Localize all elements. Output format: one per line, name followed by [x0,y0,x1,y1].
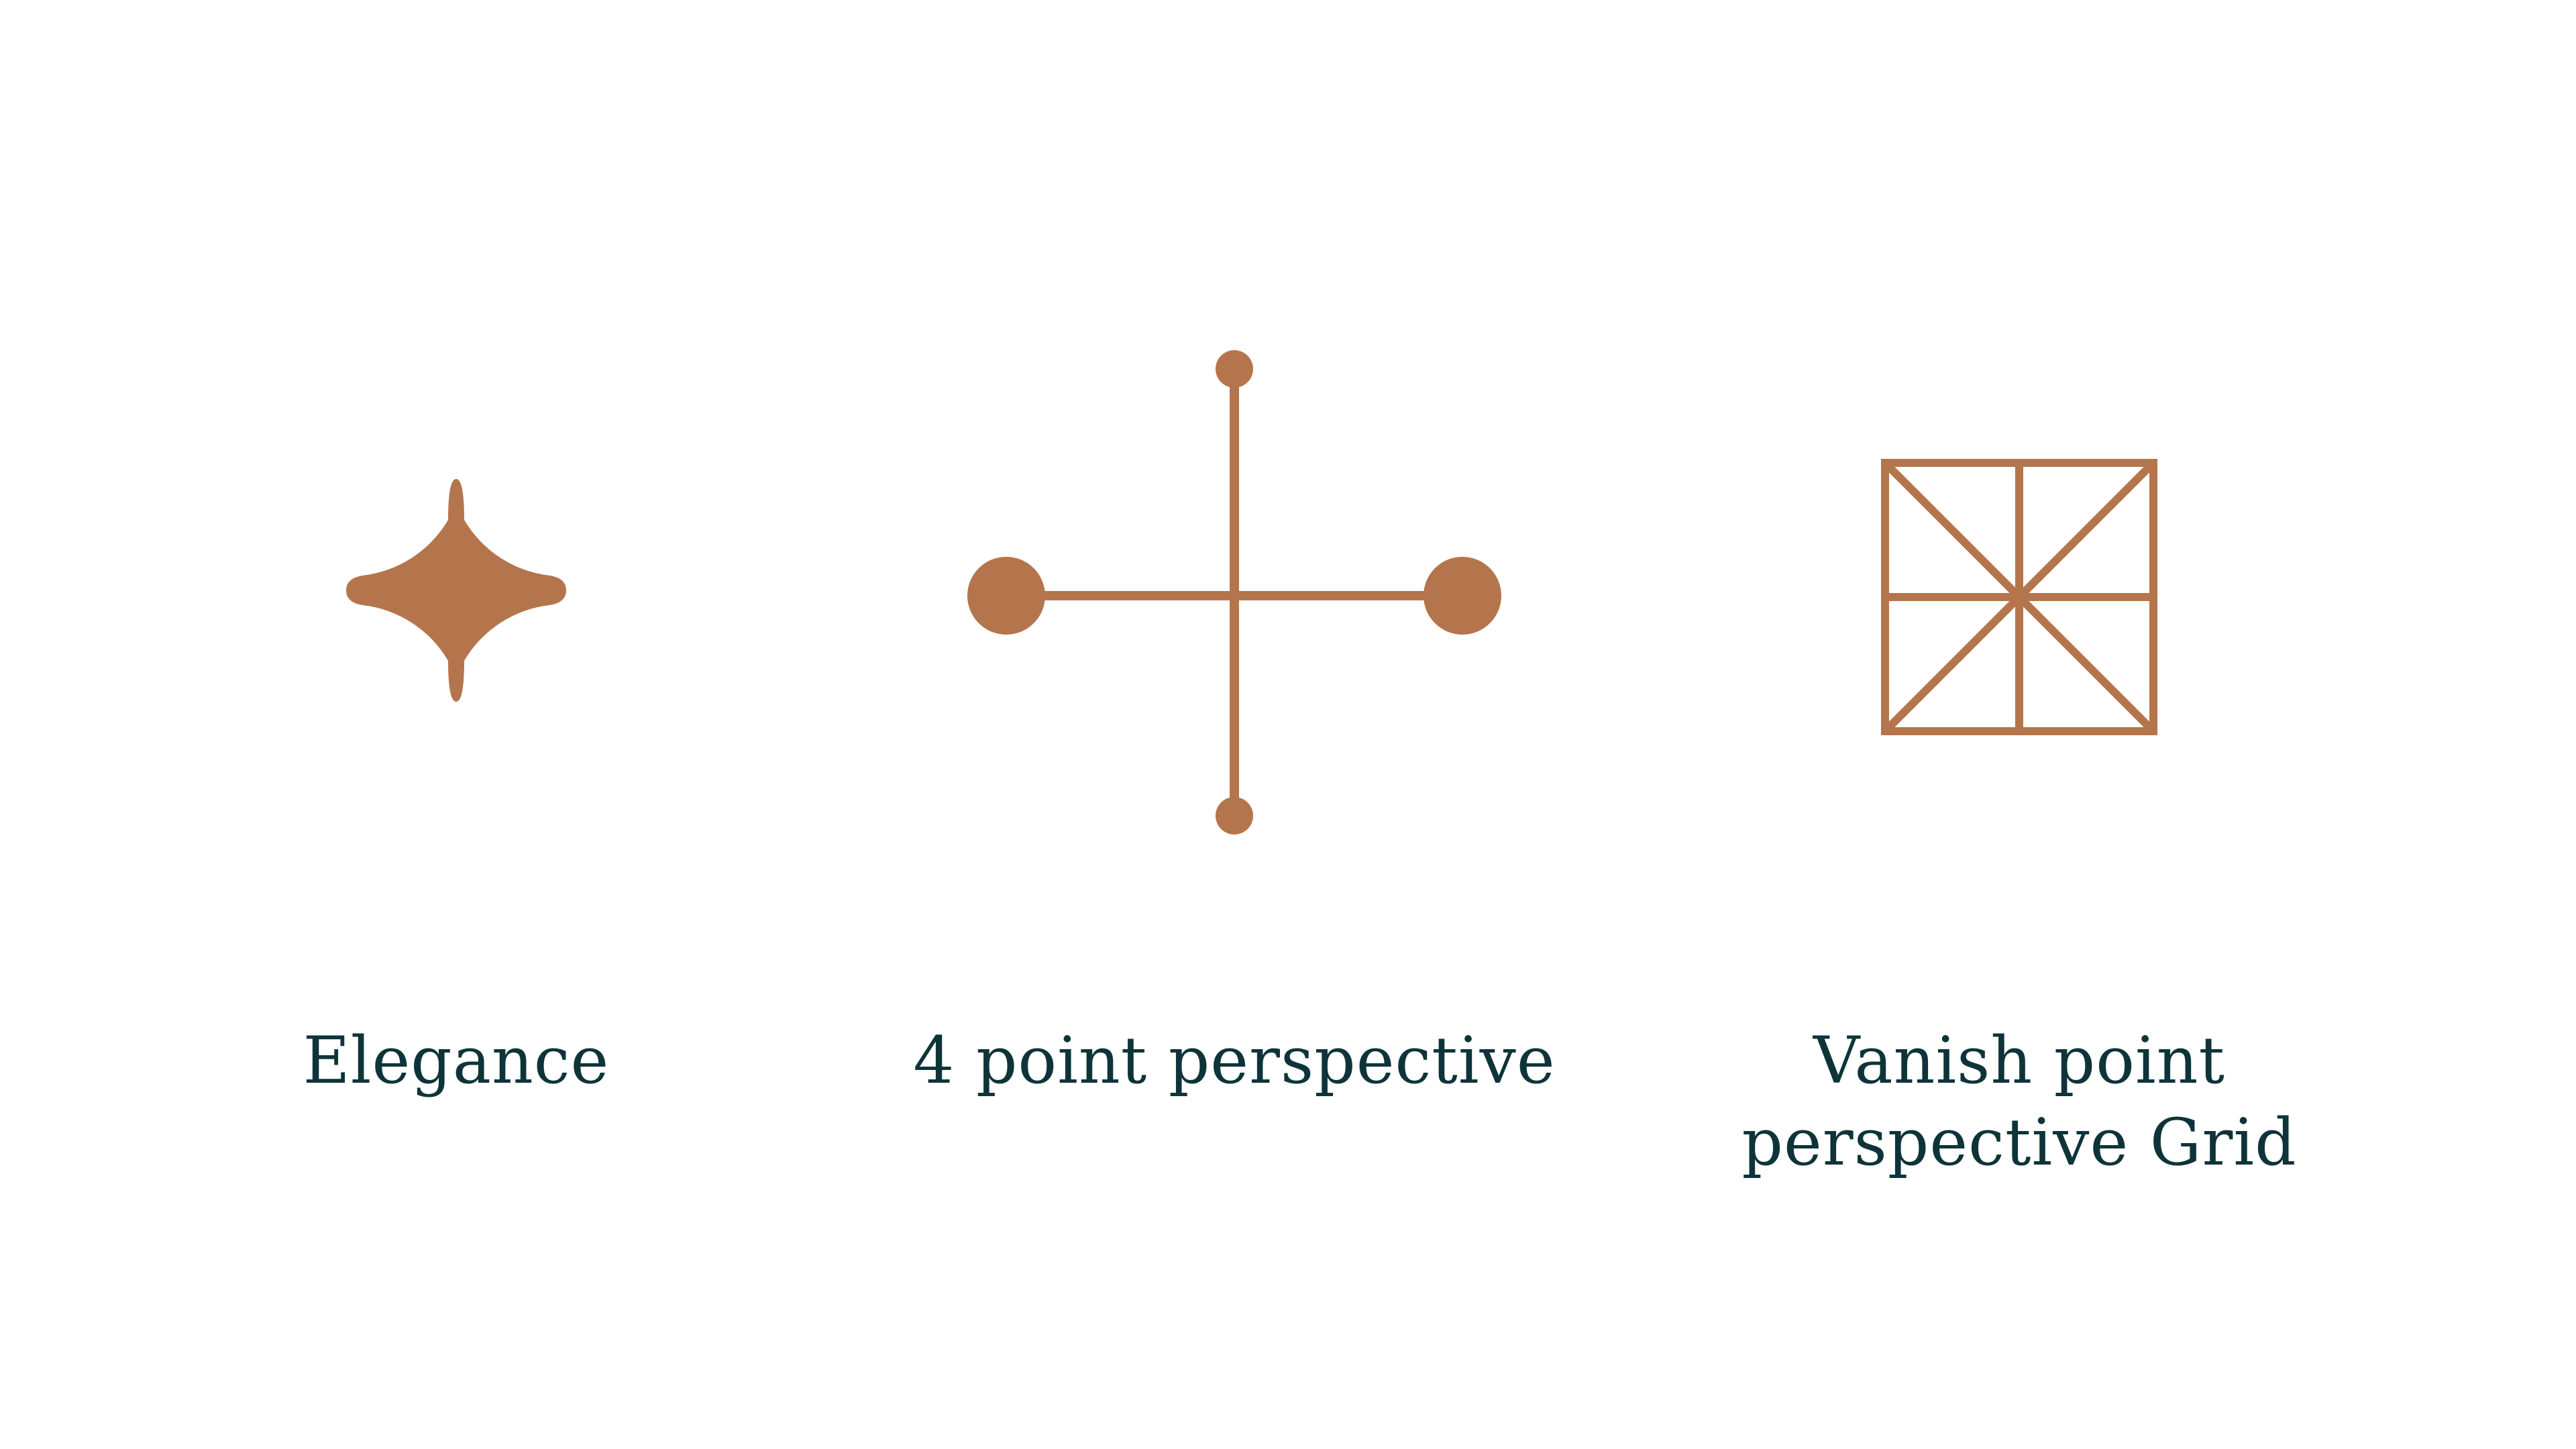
four-point-star-icon [346,479,566,702]
caption-line-2: perspective Grid [1741,1105,2297,1180]
left-vanishing-point [967,557,1045,635]
four-point-perspective-cross-icon [967,350,1501,835]
right-vanishing-point [1424,557,1501,635]
top-vanishing-point [1216,350,1253,388]
vanishing-point-grid-icon [1881,459,2157,735]
caption-vanish-point-grid: Vanish point perspective Grid [1664,1020,2375,1183]
grid-diagonal-b [1882,460,2157,735]
caption-line-1: Vanish point [1813,1023,2226,1098]
bottom-vanishing-point [1216,797,1253,835]
caption-elegance: Elegance [303,1023,610,1098]
caption-four-point-perspective: 4 point perspective [913,1023,1556,1098]
